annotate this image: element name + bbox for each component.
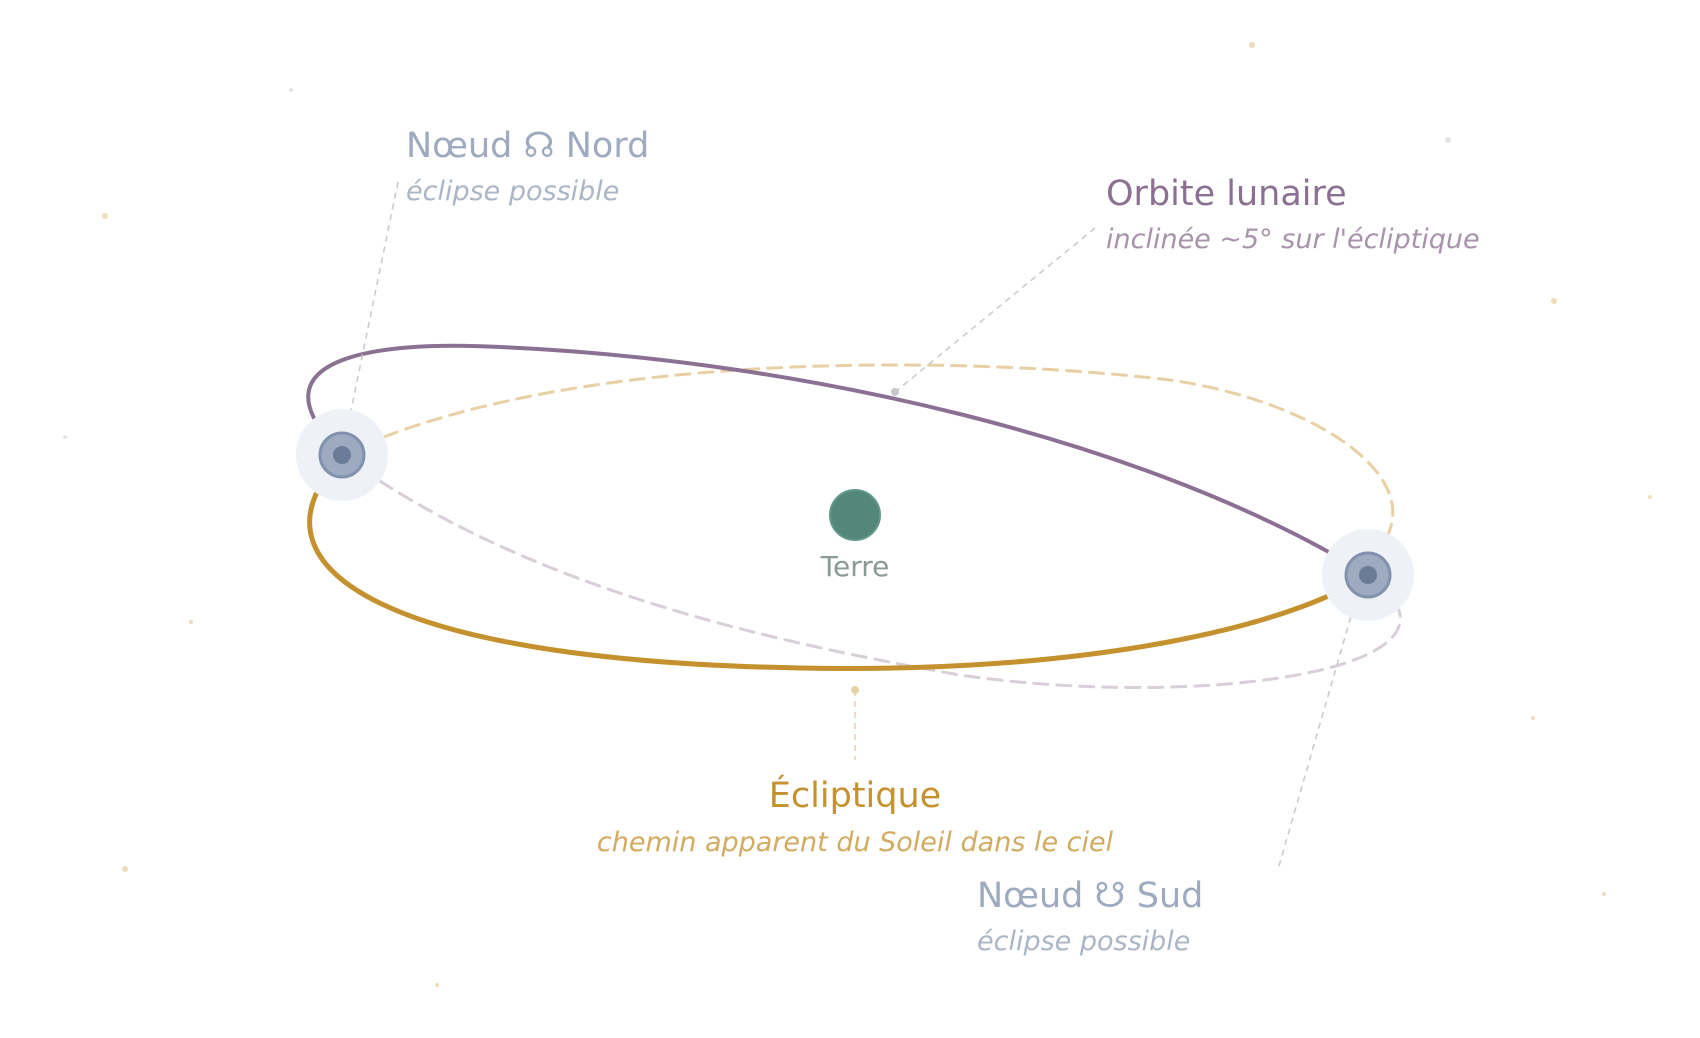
star-dot bbox=[289, 88, 293, 92]
north-node-leader bbox=[345, 181, 399, 436]
star-dot bbox=[1551, 298, 1557, 304]
lunar-orbit-upper-arc bbox=[306, 343, 1370, 577]
lunar-orbit-leader-dot bbox=[891, 388, 899, 396]
ecliptic-near-arc bbox=[307, 469, 1371, 671]
ecliptic-title: Écliptique bbox=[769, 774, 941, 816]
lunar-orbit-title: Orbite lunaire bbox=[1106, 174, 1347, 214]
star-dot bbox=[435, 983, 439, 987]
star-dot bbox=[189, 620, 193, 624]
star-dot bbox=[1445, 137, 1451, 143]
ecliptic-leader-dot bbox=[851, 686, 859, 694]
south-node-core bbox=[1359, 566, 1377, 584]
south-node-subtitle: éclipse possible bbox=[977, 926, 1190, 957]
north-node-title: Nœud ☊ Nord bbox=[406, 126, 649, 166]
north-node-marker bbox=[296, 409, 388, 501]
south-node-marker bbox=[1322, 529, 1414, 621]
north-node-subtitle: éclipse possible bbox=[406, 176, 619, 207]
star-dot bbox=[1602, 892, 1606, 896]
ecliptic-far-arc bbox=[340, 363, 1395, 547]
star-dot bbox=[1531, 716, 1535, 720]
star-dot bbox=[1249, 42, 1255, 48]
lunar-orbit-subtitle: inclinée ~5° sur l'écliptique bbox=[1106, 224, 1480, 255]
background-stars bbox=[63, 42, 1652, 987]
south-node-title: Nœud ☋ Sud bbox=[977, 876, 1203, 916]
ecliptic-subtitle: chemin apparent du Soleil dans le ciel bbox=[597, 827, 1114, 858]
lunar-orbit-leader bbox=[894, 227, 1096, 393]
star-dot bbox=[1648, 495, 1652, 499]
earth-marker: Terre bbox=[820, 489, 890, 583]
earth-icon bbox=[829, 489, 881, 541]
lunar-orbit-label: Orbite lunaire inclinée ~5° sur l'éclipt… bbox=[1106, 174, 1480, 255]
south-node-label: Nœud ☋ Sud éclipse possible bbox=[977, 876, 1203, 957]
star-dot bbox=[122, 866, 128, 872]
south-node-leader bbox=[1278, 591, 1359, 867]
earth-label: Terre bbox=[820, 550, 890, 583]
star-dot bbox=[102, 213, 108, 219]
star-dot bbox=[63, 435, 67, 439]
north-node-label: Nœud ☊ Nord éclipse possible bbox=[406, 126, 649, 207]
north-node-core bbox=[333, 446, 351, 464]
lunar-orbit-lower-arc bbox=[340, 453, 1402, 689]
ecliptic-label: Écliptique chemin apparent du Soleil dan… bbox=[597, 774, 1114, 858]
leader-lines bbox=[345, 181, 1359, 867]
